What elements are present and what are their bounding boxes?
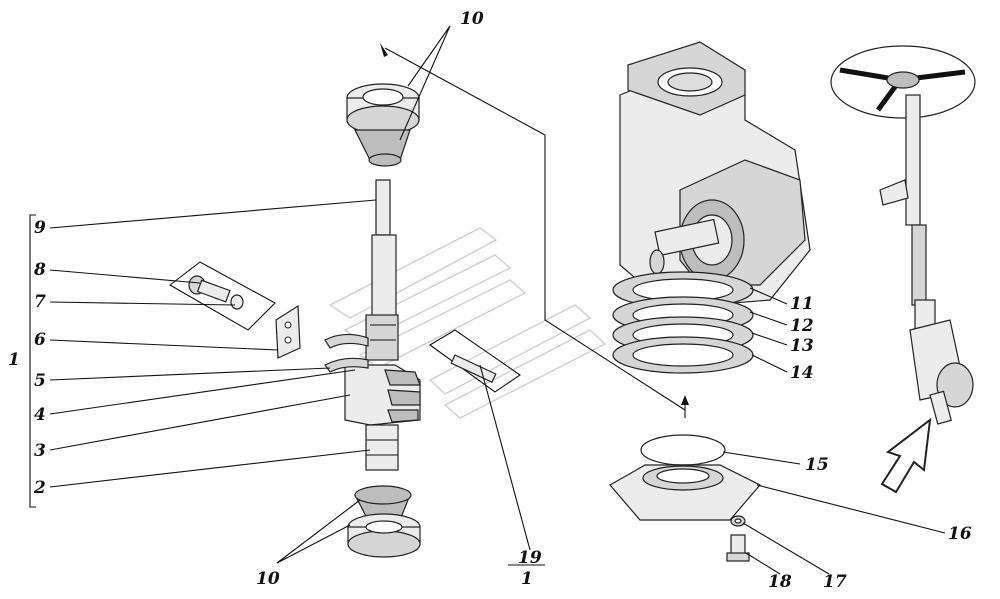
label-9: 9 [34,218,46,238]
bottom-bearing [347,485,421,558]
label-10-bottom: 10 [256,569,280,589]
lock-plate [275,304,301,359]
steering-shaft-worm [324,179,421,471]
assembly-guide-line [380,43,689,418]
group-bracket [29,214,36,508]
label-16: 16 [948,524,972,544]
steering-column-assembly [830,45,976,425]
part-labels: 10 9 8 7 6 1 5 4 3 2 10 19 1 11 12 13 14… [8,9,972,592]
gear-housing [619,41,811,306]
guide-arrowhead-top [380,43,388,57]
label-3: 3 [34,441,46,461]
label-4: 4 [34,405,46,425]
label-15: 15 [805,455,829,475]
label-6: 6 [34,330,46,350]
label-12: 12 [790,316,814,336]
label-19-denominator: 1 [521,569,533,589]
label-5: 5 [34,371,46,391]
background-arrows-watermark [328,227,607,419]
label-1-group: 1 [8,350,20,370]
label-2: 2 [33,478,46,498]
label-17: 17 [823,572,847,592]
guide-arrowhead-bottom [681,395,689,405]
pin-part [429,329,521,393]
label-8: 8 [33,260,46,280]
direction-arrow [880,417,932,494]
leader-lines [49,25,946,575]
seal-ring-and-cover [609,434,761,521]
gasket-stack [612,271,754,374]
top-bearing [346,83,420,167]
label-11: 11 [790,294,814,314]
small-bolt-and-washer [726,515,750,562]
label-14: 14 [790,363,814,383]
label-13: 13 [790,336,814,356]
bolt-and-washer [169,261,276,331]
label-7: 7 [34,292,46,312]
label-10-top: 10 [460,9,484,29]
label-18: 18 [768,572,792,592]
label-19: 19 [518,548,542,568]
